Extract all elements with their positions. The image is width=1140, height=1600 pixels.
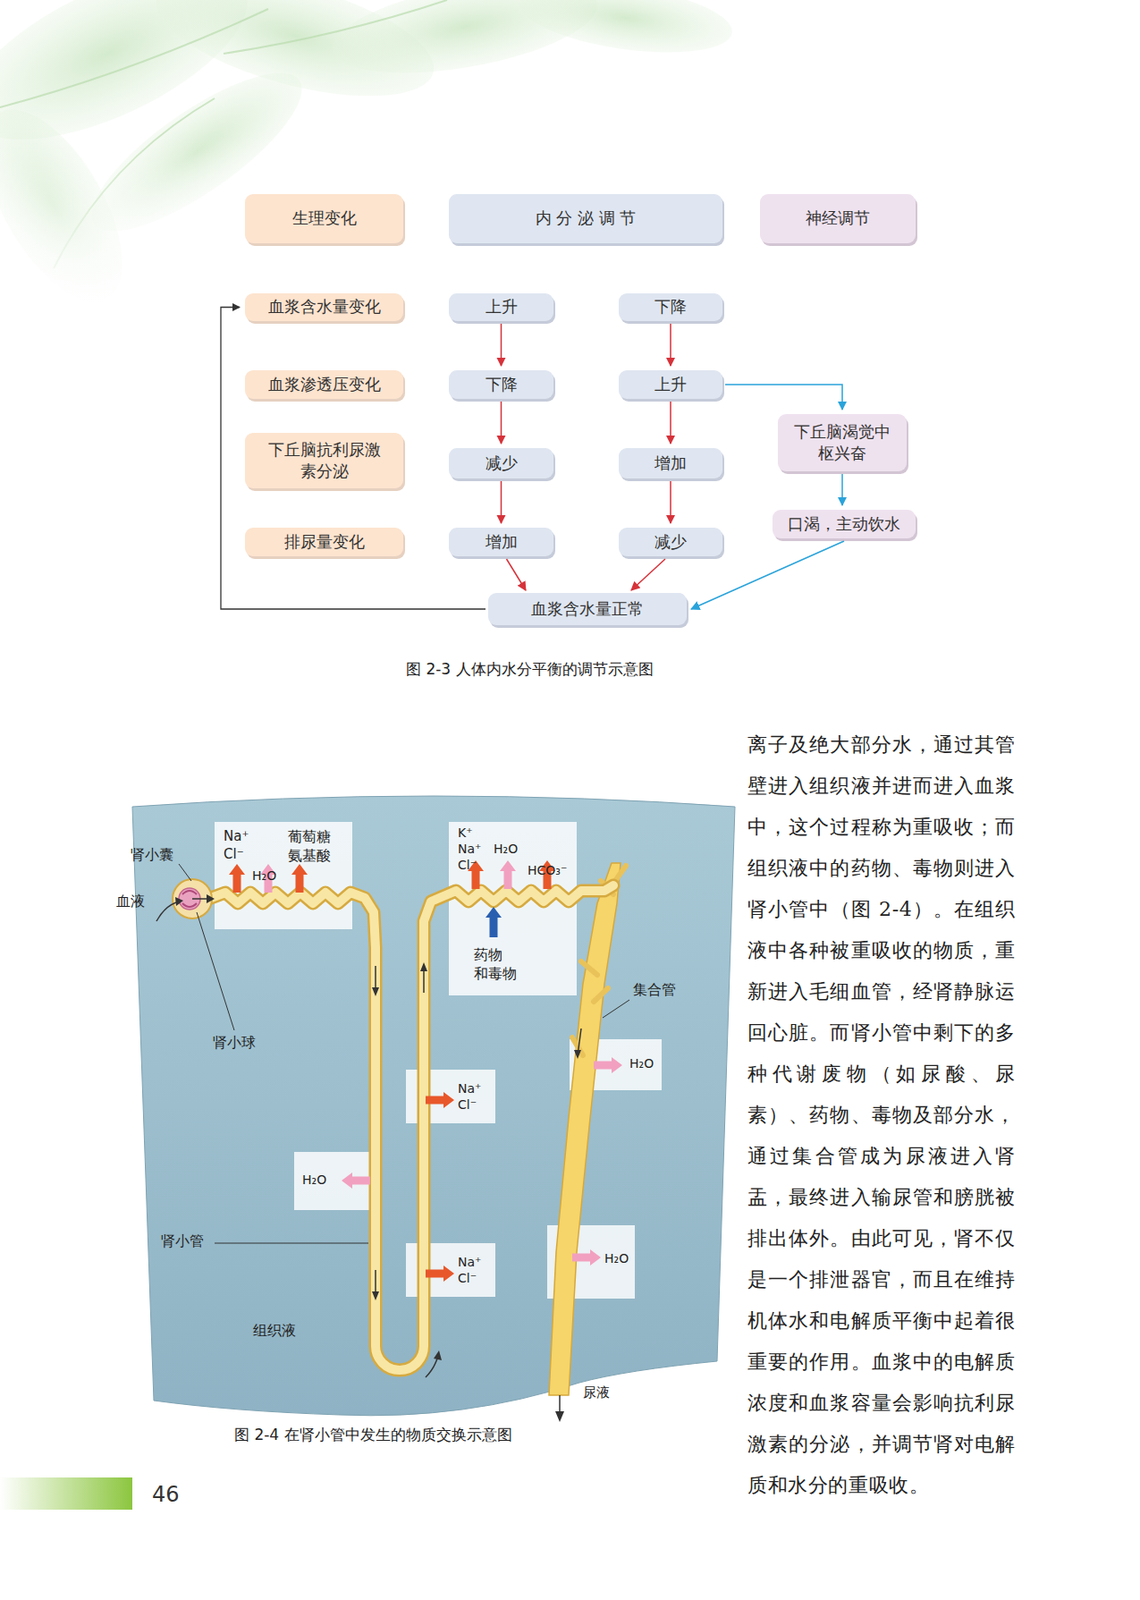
process-box: 增加 [448,527,554,557]
part-label: 尿液 [582,1384,610,1402]
part-label: 集合管 [633,980,676,1000]
flow-arrow [725,384,843,410]
process-box: 减少 [618,527,723,557]
leaf-decoration [0,0,737,323]
molecule-label: H₂O [629,1055,654,1072]
ion-label: Na⁺ Cl⁻ [223,827,251,863]
transport-arrow [425,1265,455,1282]
flow-arrow [500,401,503,444]
box-text: 减少 [485,452,518,474]
flow-arrow [500,323,503,366]
transport-arrow [485,906,502,938]
row-label: 血浆含水量变化 [244,293,404,321]
figure-caption: 图 2-4 在肾小管中发生的物质交换示意图 [234,1424,513,1444]
box-text: 上升 [485,295,518,318]
transport-arrow [572,1249,601,1266]
transport-arrow [425,1091,455,1108]
ion-label: HCO₃⁻ [527,861,567,879]
kidney-tubule-illustration [132,795,735,1422]
process-box: 减少 [448,447,554,479]
process-box: 下降 [618,293,723,321]
box-text: 下降 [485,373,518,396]
flow-arrow [841,473,844,506]
row-label: 下丘脑抗利尿激 素分泌 [244,432,404,489]
process-box: 上升 [618,370,723,399]
box-text: 上升 [654,373,687,396]
part-label: 肾小球 [212,1033,256,1053]
column-header: 生理变化 [244,194,404,244]
box-text: 下降 [654,295,687,318]
part-label: 肾小囊 [130,845,174,865]
part-label: 血液 [116,892,145,912]
process-box: 增加 [618,447,723,479]
flow-arrow [669,481,672,524]
molecule-label: 葡萄糖 氨基酸 [287,827,335,866]
column-header: 内 分 泌 调 节 [448,194,723,244]
box-text: 增加 [654,452,687,474]
box-text: 血浆渗透压变化 [268,373,381,396]
ion-label: Na⁺ Cl⁻ [457,1080,485,1113]
box-text: 生理变化 [292,207,357,229]
page-number: 46 [152,1480,180,1509]
transport-arrow [499,860,516,889]
box-text: 神经调节 [805,207,870,229]
box-text: 内 分 泌 调 节 [535,207,637,229]
transport-arrow [291,863,308,893]
box-text: 血浆含水量变化 [268,295,381,318]
process-box: 口渴，主动饮水 [772,509,916,539]
box-text: 排尿量变化 [284,531,365,553]
page-number-bar [0,1477,133,1510]
flow-arrow [500,481,503,524]
box-text: 血浆含水量正常 [531,598,644,620]
ion-label: Na⁺ Cl⁻ [457,1253,485,1286]
column-header: 神经调节 [760,194,916,244]
flow-arrow [220,307,486,610]
part-label: 肾小管 [160,1232,204,1251]
row-label: 血浆渗透压变化 [244,370,404,399]
flow-arrow [669,401,672,444]
molecule-label: H₂O [302,1171,327,1188]
body-text: 离子及绝大部分水，通过其管壁进入组织液并进而进入血浆中，这个过程称为重吸收；而组… [747,724,1016,1506]
flow-arrow [506,558,527,591]
molecule-label: H₂O [252,867,277,884]
substance-label: 药物 和毒物 [473,945,519,984]
process-box: 上升 [448,293,554,321]
box-text: 下丘脑抗利尿激 素分泌 [261,439,388,483]
figure-caption: 图 2-3 人体内水分平衡的调节示意图 [405,658,654,680]
transport-arrow [341,1172,371,1189]
part-label: 组织液 [253,1321,296,1341]
box-text: 减少 [654,531,687,553]
process-box: 血浆含水量正常 [488,592,687,625]
flow-arrow [631,558,666,591]
box-text: 下丘脑渴觉中 枢兴奋 [790,421,895,465]
ion-label: K⁺ Na⁺ Cl⁻ [457,824,483,874]
process-box: 下降 [448,370,554,399]
box-text: 口渴，主动饮水 [787,513,901,535]
transport-arrow [593,1056,623,1073]
molecule-label: H₂O [604,1249,629,1267]
box-text: 增加 [485,531,518,553]
transport-arrow [228,863,245,893]
flow-arrow [669,323,672,366]
process-box: 下丘脑渴觉中 枢兴奋 [777,413,907,472]
molecule-label: H₂O [493,840,518,857]
row-label: 排尿量变化 [244,527,404,557]
